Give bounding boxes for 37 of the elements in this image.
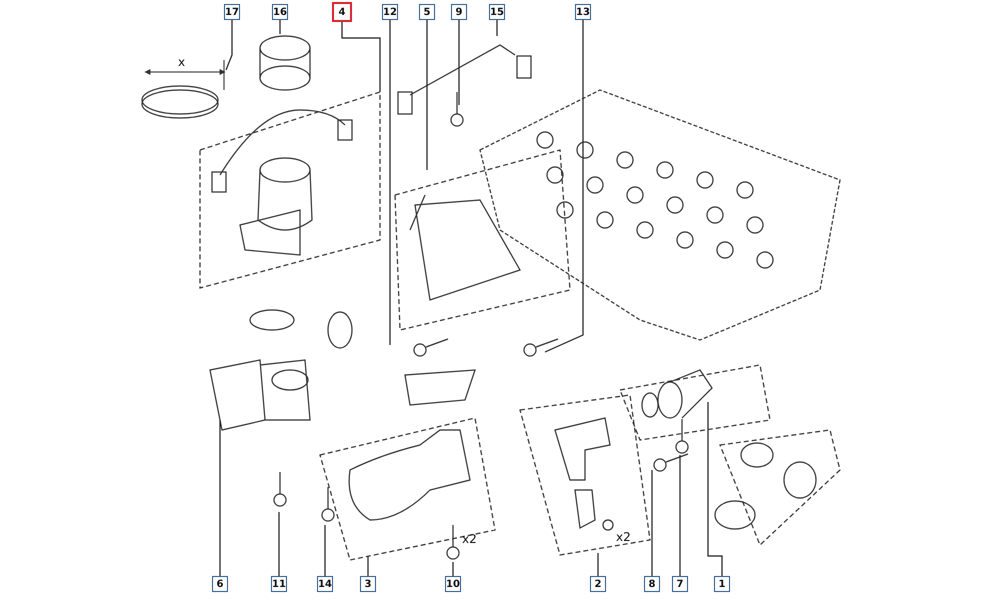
- callout-number: 13: [575, 4, 591, 20]
- dimension-label: x: [178, 55, 186, 69]
- leader-line: [367, 556, 369, 576]
- callout-number: 3: [360, 576, 376, 592]
- callout-number: 14: [317, 576, 333, 592]
- leader-line: [496, 20, 498, 36]
- leader-line: [597, 553, 599, 576]
- leader-line: [452, 562, 454, 576]
- callout-number: 15: [489, 4, 505, 20]
- quantity-label: x2: [462, 532, 477, 546]
- leader-line: [219, 420, 221, 576]
- callout-number: 12: [382, 4, 398, 20]
- leader-line: [707, 402, 723, 576]
- leader-line: [324, 525, 326, 576]
- callout-number: 5: [419, 4, 435, 20]
- leader-line: [225, 20, 233, 70]
- callout-number: 2: [590, 576, 606, 592]
- leader-line: [544, 20, 584, 353]
- quantity-label: x2: [616, 530, 631, 544]
- leader-line: [341, 22, 381, 92]
- callout-number: 4: [332, 2, 352, 22]
- leader-line: [389, 20, 391, 345]
- callout-number: 10: [445, 576, 461, 592]
- leader-line: [279, 20, 281, 34]
- callout-number: 11: [271, 576, 287, 592]
- leader-line: [679, 455, 681, 576]
- leader-line: [426, 20, 428, 170]
- leader-line: [458, 20, 460, 105]
- callout-number: 6: [212, 576, 228, 592]
- leader-line: [278, 512, 280, 576]
- leader-line: [651, 470, 653, 576]
- callout-number: 16: [272, 4, 288, 20]
- callout-number: 1: [714, 576, 730, 592]
- callout-number: 8: [644, 576, 660, 592]
- callout-number: 7: [672, 576, 688, 592]
- callout-number: 17: [224, 4, 240, 20]
- callout-number: 9: [451, 4, 467, 20]
